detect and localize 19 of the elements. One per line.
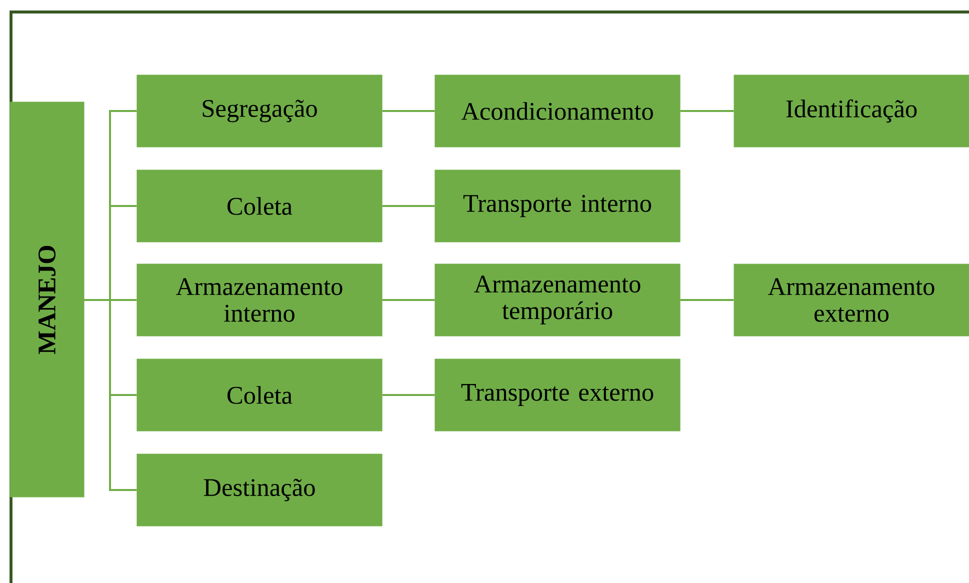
- connector: [382, 110, 435, 112]
- tree-connector: [84, 110, 137, 491]
- process-box: Identificação: [734, 74, 969, 148]
- connector: [680, 299, 734, 301]
- process-box: Acondicionamento: [434, 74, 680, 148]
- connector: [680, 110, 734, 112]
- title-bar: MANEJO: [10, 102, 84, 498]
- process-box: Segregação: [136, 74, 382, 148]
- connector: [382, 205, 435, 207]
- process-box: Transporte externo: [434, 358, 680, 432]
- process-box: Transporte interno: [434, 170, 680, 242]
- process-box: Coleta: [136, 170, 382, 242]
- process-box: Destinação: [136, 454, 382, 526]
- connector: [382, 394, 435, 396]
- process-box: Armazenamento temporário: [434, 264, 680, 336]
- process-box: Coleta: [136, 358, 382, 432]
- connector: [382, 299, 435, 301]
- process-box: Armazenamento interno: [136, 264, 382, 336]
- process-box: Armazenamento externo: [734, 264, 969, 336]
